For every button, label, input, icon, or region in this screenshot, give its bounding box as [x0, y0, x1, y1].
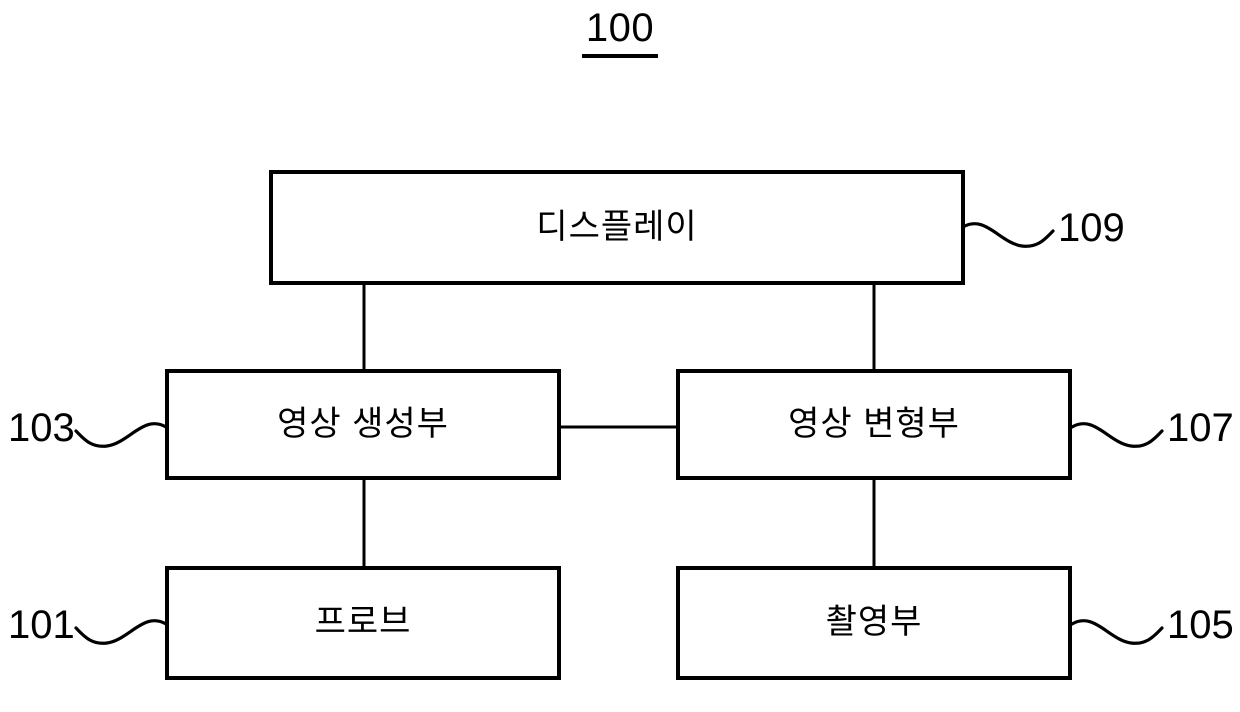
leader-line-105 — [1070, 619, 1164, 645]
block-image-generator[interactable]: 영상 생성부 — [165, 369, 561, 480]
leader-line-101 — [74, 619, 168, 645]
leader-line-107 — [1070, 422, 1164, 448]
ref-numeral-101: 101 — [8, 603, 75, 647]
ref-numeral-107: 107 — [1167, 406, 1234, 450]
leader-line-109 — [961, 222, 1055, 248]
block-image-generator-label: 영상 생성부 — [277, 404, 449, 443]
ref-numeral-103: 103 — [8, 406, 75, 450]
figure-number: 100 — [0, 8, 1240, 58]
block-imaging-unit[interactable]: 촬영부 — [676, 566, 1072, 680]
block-imaging-unit-label: 촬영부 — [825, 603, 923, 642]
ref-numeral-105: 105 — [1167, 603, 1234, 647]
block-display[interactable]: 디스플레이 — [269, 170, 965, 285]
block-image-transformer[interactable]: 영상 변형부 — [676, 369, 1072, 480]
block-display-label: 디스플레이 — [536, 207, 698, 246]
block-image-transformer-label: 영상 변형부 — [788, 404, 960, 443]
ref-numeral-109: 109 — [1058, 206, 1125, 250]
figure-number-text: 100 — [581, 8, 659, 58]
block-probe[interactable]: 프로브 — [165, 566, 561, 680]
block-probe-label: 프로브 — [314, 603, 412, 642]
leader-line-103 — [74, 422, 168, 448]
